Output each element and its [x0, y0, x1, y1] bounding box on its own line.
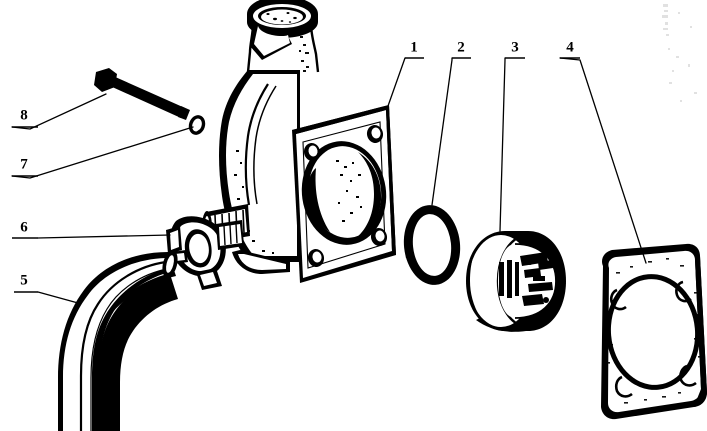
scan-artifacts — [662, 4, 697, 102]
callout-8: 8 — [11, 93, 107, 130]
leader-line-5 — [37, 291, 79, 304]
part-radiator-hose — [58, 250, 178, 431]
leader-line-1 — [387, 57, 406, 107]
part-hose-clamp — [166, 216, 244, 290]
callout-5: 5 — [14, 272, 79, 304]
callout-6: 6 — [12, 219, 171, 239]
leader-line-6 — [37, 234, 171, 239]
callout-number-6: 6 — [20, 219, 28, 235]
callout-number-4: 4 — [566, 39, 574, 55]
part-flange-gasket — [601, 243, 707, 420]
flange-bolt-holes — [303, 125, 388, 267]
callout-7: 7 — [11, 126, 194, 179]
callout-1: 1 — [387, 39, 424, 107]
callout-number-5: 5 — [20, 272, 28, 288]
part-hex-head-bolt — [94, 68, 190, 120]
callout-4: 4 — [559, 39, 647, 264]
callout-number-1: 1 — [410, 39, 418, 55]
part-seal-ring — [403, 205, 461, 285]
callout-2: 2 — [431, 39, 471, 206]
callout-3: 3 — [499, 39, 525, 232]
part-thermostat-housing — [202, 0, 396, 283]
neck-bore-texture — [266, 12, 297, 23]
callout-number-7: 7 — [20, 156, 28, 172]
thermostat-ribs — [499, 260, 519, 298]
bore-texture — [336, 160, 362, 222]
callouts-layer: 1 2 3 4 5 6 7 8 — [11, 39, 647, 304]
callout-number-8: 8 — [20, 107, 28, 123]
callout-number-3: 3 — [511, 39, 519, 55]
part-lock-washer — [188, 115, 206, 135]
callout-number-2: 2 — [457, 39, 465, 55]
gasket-bolt-notches — [609, 280, 697, 398]
thermostat-internals — [520, 252, 553, 306]
part-thermostat — [466, 231, 566, 332]
